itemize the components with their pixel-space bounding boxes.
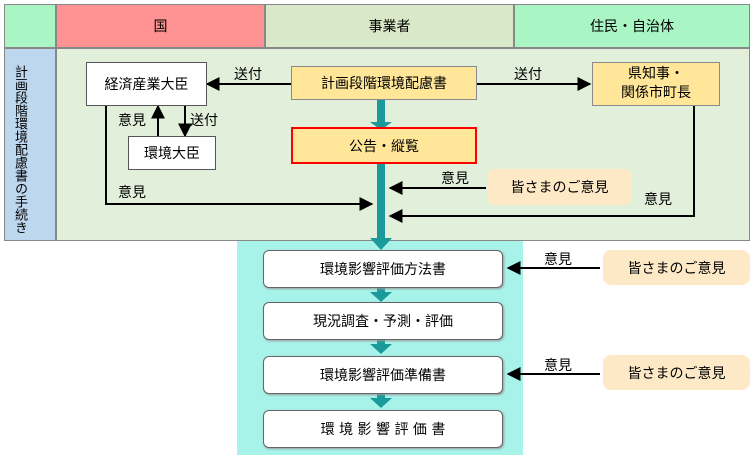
opinion-meti-label: 意見 [118, 113, 146, 129]
header-country: 国 [56, 4, 265, 48]
send-right-label: 送付 [514, 67, 542, 83]
method-doc-box: 環境影響評価方法書 [263, 250, 503, 288]
header-corner [4, 4, 56, 48]
opinion-pref-label: 意見 [644, 192, 672, 208]
opinion-public-label: 意見 [441, 171, 469, 187]
header-resident: 住民・自治体 [514, 4, 750, 48]
moe-box: 環境大臣 [128, 136, 216, 170]
side-title: 計画段階環境配慮書の手続き [12, 65, 27, 234]
opinion-method-label: 意見 [544, 252, 572, 268]
meti-box: 経済産業大臣 [86, 62, 207, 106]
notice-box: 公告・縦覧 [291, 127, 477, 164]
plan-doc-box: 計画段階環境配慮書 [291, 66, 477, 100]
side-title-cell: 計画段階環境配慮書の手続き [4, 48, 56, 241]
send-down-label: 送付 [190, 113, 218, 129]
public-opinion-1: 皆さまのご意見 [487, 169, 632, 205]
header-business: 事業者 [265, 4, 514, 48]
survey-box: 現況調査・予測・評価 [263, 302, 503, 340]
public-opinion-2: 皆さまのご意見 [603, 250, 750, 285]
final-doc-box: 環 境 影 響 評 価 書 [263, 410, 503, 448]
send-left-label: 送付 [234, 67, 262, 83]
prep-doc-box: 環境影響評価準備書 [263, 356, 503, 394]
opinion-prep-label: 意見 [544, 358, 572, 374]
prefecture-box: 県知事・ 関係市町長 [592, 62, 720, 106]
public-opinion-3: 皆さまのご意見 [603, 355, 750, 390]
opinion-meti-bottom-label: 意見 [118, 185, 146, 201]
